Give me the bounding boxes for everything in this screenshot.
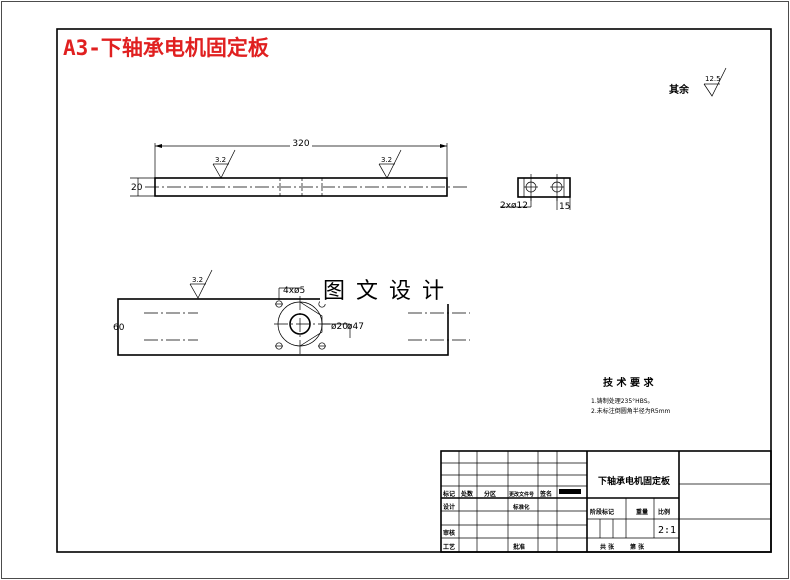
tb-approve-label: 批准 — [513, 543, 525, 551]
roughness-right-icon — [378, 149, 402, 179]
watermark-text: 图 文 设 计 — [323, 279, 446, 304]
side-holes-dimension: 2xø12 — [500, 201, 528, 211]
bore-dimension: ø20 — [331, 322, 348, 332]
top-view: 60 3.2 4xø5 ø20 ø47 — [113, 269, 470, 356]
side-view: 2xø12 15 — [500, 174, 571, 212]
side-view-outline — [517, 177, 571, 198]
front-view: 320 20 3.2 3.2 — [130, 137, 468, 197]
tech-line-2: 2.未标注倒圆角半径为R5mm — [591, 407, 671, 415]
roughness-general-value: 12.5 — [705, 75, 721, 83]
tb-sheets-total: 共 张 — [600, 543, 615, 551]
outer-dimension: ø47 — [347, 322, 364, 332]
title-block: 标记 处数 分区 更改文件号 签名 设计 标准化 审核 工艺 批准 下轴承电机固… — [440, 450, 772, 553]
roughness-top-value: 3.2 — [192, 276, 203, 284]
roughness-general-label: 其余 — [669, 83, 690, 96]
roughness-top-icon — [189, 269, 213, 299]
roughness-left-value: 3.2 — [215, 156, 226, 164]
roughness-left-icon — [212, 149, 236, 179]
tb-mark-label: 标记 — [442, 490, 455, 498]
tb-zone-label: 分区 — [484, 490, 496, 498]
tb-standard-label: 标准化 — [512, 503, 530, 511]
tb-scale-value: 2:1 — [658, 525, 676, 536]
tb-weight-label: 重量 — [636, 508, 648, 516]
general-roughness: 其余 12.5 — [669, 67, 727, 97]
side-width-dimension: 15 — [559, 202, 570, 212]
thickness-dimension-text: 20 — [131, 183, 143, 193]
top-width-dimension: 60 — [113, 323, 125, 333]
plate-top-outline — [117, 298, 449, 356]
technical-requirements: 技 术 要 求 1.铸制处理235°HBS。 2.未标注倒圆角半径为R5mm — [591, 376, 671, 415]
tb-sheet-no: 第 张 — [629, 543, 645, 551]
length-dimension-text: 320 — [292, 139, 309, 149]
tb-scale-label: 比例 — [658, 508, 670, 516]
tb-design-label: 设计 — [443, 503, 455, 511]
tech-heading: 技 术 要 求 — [603, 376, 654, 389]
tb-docno-label: 更改文件号 — [509, 491, 534, 498]
title-block-frame — [440, 450, 772, 553]
tb-review-label: 审核 — [443, 529, 455, 537]
tb-process-label: 工艺 — [443, 543, 455, 551]
drawing-frame — [56, 28, 772, 553]
tb-stage-label: 阶段标记 — [590, 508, 614, 516]
drawing-title: A3-下轴承电机固定板 — [63, 36, 270, 60]
roughness-right-value: 3.2 — [381, 156, 392, 164]
tb-part-name: 下轴承电机固定板 — [598, 475, 671, 487]
roughness-symbol-icon — [703, 67, 727, 97]
tb-count-label: 处数 — [460, 490, 474, 498]
tech-line-1: 1.铸制处理235°HBS。 — [591, 397, 654, 405]
tb-date-fill — [559, 489, 581, 494]
tb-sign-label: 签名 — [539, 490, 552, 498]
small-holes-dimension: 4xø5 — [283, 286, 305, 296]
